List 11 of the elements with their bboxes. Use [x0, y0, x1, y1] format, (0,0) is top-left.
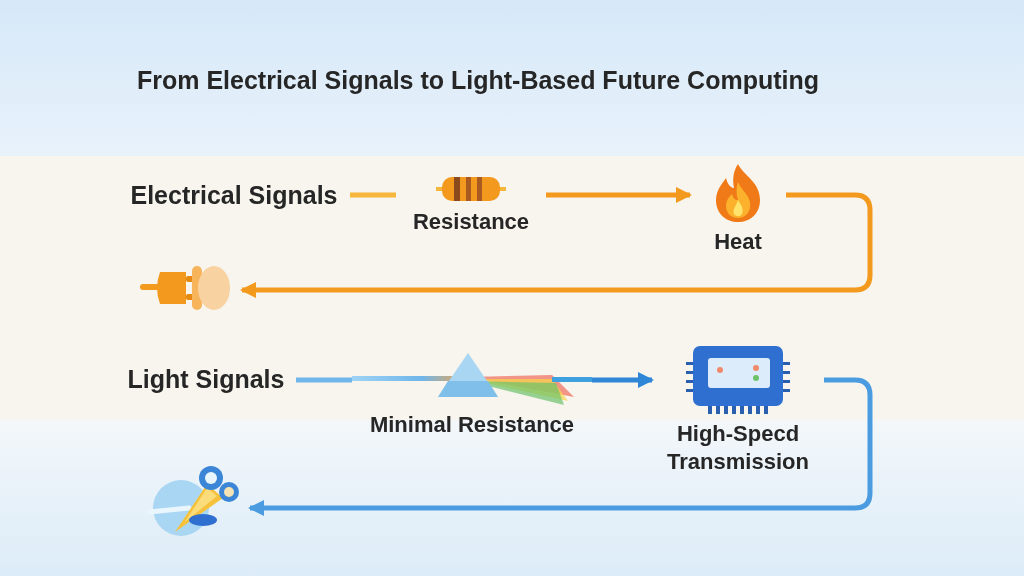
title: From Electrical Signals to Light-Based Future Computing [137, 65, 819, 96]
step-label: High-Specd Transmission [666, 420, 810, 475]
step-label: Minimal Resistance [369, 411, 575, 439]
step-label: Heat [714, 228, 762, 256]
arrow [240, 192, 873, 298]
arrow [248, 377, 873, 516]
arrow [546, 187, 692, 203]
step-label: Resistance [412, 208, 530, 236]
signal-label: Electrical Signals [130, 180, 338, 212]
arrow [592, 372, 654, 388]
signal-label: Light Signals [127, 364, 285, 396]
